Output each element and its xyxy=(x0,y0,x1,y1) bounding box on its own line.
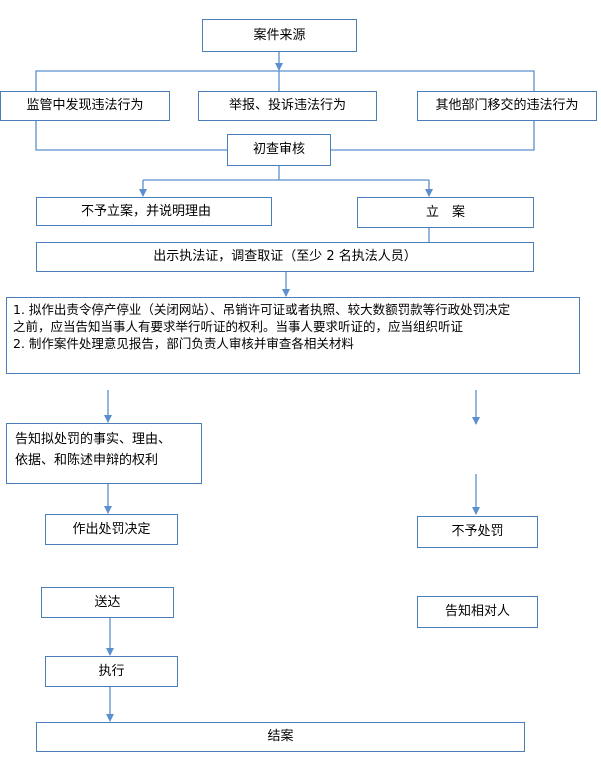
inform-rights-line-1: 告知拟处罚的事实、理由、 xyxy=(15,432,172,447)
procedure-notes-box: 1. 拟作出责令停产停业（关闭网站）、吊销许可证或者执照、较大数额罚款等行政处罚… xyxy=(6,297,580,374)
transfer-violation-box: 其他部门移交的违法行为 xyxy=(417,91,597,121)
no-case-label: 不予立案，并说明理由 xyxy=(81,203,212,219)
execute-label: 执行 xyxy=(98,663,125,679)
inform-rights-line-2: 依据、和陈述申辩的权利 xyxy=(15,453,159,468)
deliver-label: 送达 xyxy=(94,594,121,610)
no-penalty-label: 不予处罚 xyxy=(451,524,504,539)
investigate-box: 出示执法证，调查取证（至少 2 名执法人员） xyxy=(36,242,534,272)
report-complaint-box: 举报、投诉违法行为 xyxy=(198,91,377,121)
file-case-label: 立 案 xyxy=(425,204,465,220)
inform-party-box: 告知相对人 xyxy=(417,596,538,628)
no-case-box: 不予立案，并说明理由 xyxy=(36,197,272,226)
top-bracket xyxy=(35,70,535,91)
case-source-box: 案件来源 xyxy=(202,19,357,52)
deliver-box: 送达 xyxy=(41,587,174,618)
supervision-violation-box: 监管中发现违法行为 xyxy=(0,91,170,121)
transfer-violation-label: 其他部门移交的违法行为 xyxy=(435,98,579,113)
supervision-violation-label: 监管中发现违法行为 xyxy=(26,98,144,113)
case-source-label: 案件来源 xyxy=(253,27,306,43)
close-case-label: 结案 xyxy=(267,729,294,744)
inform-rights-box: 告知拟处罚的事实、理由、 依据、和陈述申辩的权利 xyxy=(6,423,202,484)
initial-review-box: 初查审核 xyxy=(227,134,331,166)
penalty-decision-box: 作出处罚决定 xyxy=(45,514,178,545)
initial-review-label: 初查审核 xyxy=(252,142,305,157)
file-case-box: 立 案 xyxy=(357,197,534,228)
notes-line-1: 1. 拟作出责令停产停业（关闭网站）、吊销许可证或者执照、较大数额罚款等行政处罚… xyxy=(13,302,511,317)
notes-line-3: 2. 制作案件处理意见报告，部门负责人审核并审查各相关材料 xyxy=(13,336,354,351)
no-penalty-box: 不予处罚 xyxy=(417,516,538,548)
report-complaint-label: 举报、投诉违法行为 xyxy=(228,98,346,113)
close-case-box: 结案 xyxy=(36,722,525,752)
penalty-decision-label: 作出处罚决定 xyxy=(72,521,151,537)
notes-line-2: 之前，应当告知当事人有要求举行听证的权利。当事人要求听证的，应当组织听证 xyxy=(13,319,464,334)
inform-party-label: 告知相对人 xyxy=(444,604,510,619)
execute-box: 执行 xyxy=(45,656,178,687)
investigate-label: 出示执法证，调查取证（至少 2 名执法人员） xyxy=(153,249,417,264)
